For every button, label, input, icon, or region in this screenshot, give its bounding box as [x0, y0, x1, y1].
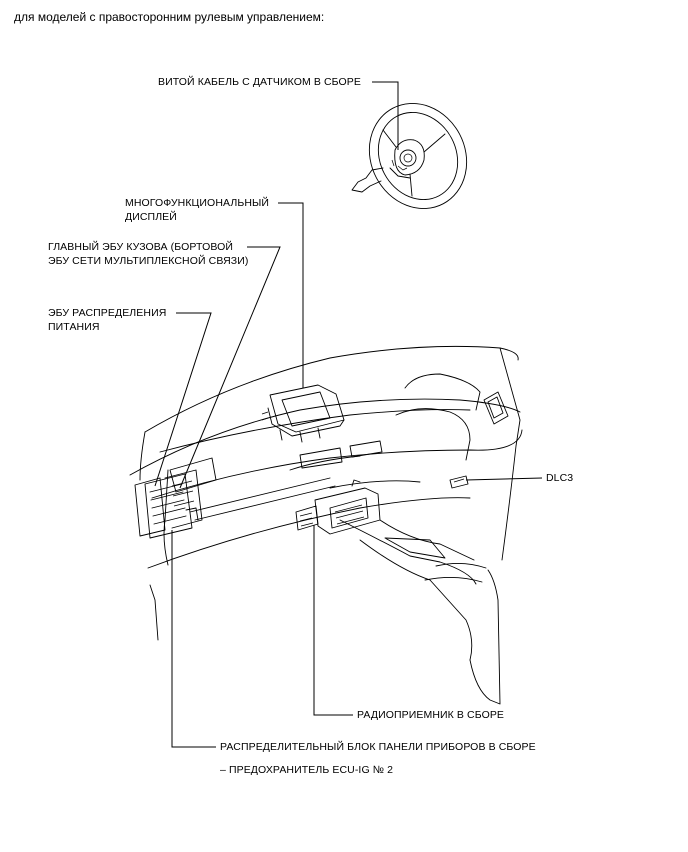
ecu-cluster-drawing	[134, 469, 336, 539]
label-multi-display-line1: МНОГОФУНКЦИОНАЛЬНЫЙ	[125, 197, 270, 209]
label-fuse: – ПРЕДОХРАНИТЕЛЬ ECU-IG № 2	[220, 764, 394, 776]
label-multi-display-line2: ДИСПЛЕЙ	[125, 211, 177, 223]
steering-wheel-drawing	[351, 103, 468, 209]
label-junction-block: РАСПРЕДЕЛИТЕЛЬНЫЙ БЛОК ПАНЕЛИ ПРИБОРОВ В…	[220, 741, 536, 753]
label-dlc3: DLC3	[546, 472, 574, 484]
label-power-dist-ecu-line1: ЭБУ РАСПРЕДЕЛЕНИЯ	[48, 307, 167, 319]
dlc3-drawing	[449, 475, 469, 489]
page-header: для моделей с правосторонним рулевым упр…	[14, 10, 325, 24]
label-spiral-cable: ВИТОЙ КАБЕЛЬ С ДАТЧИКОМ В СБОРЕ	[158, 76, 361, 88]
label-main-body-ecu-line2: ЭБУ СЕТИ МУЛЬТИПЛЕКСНОЙ СВЯЗИ)	[48, 255, 249, 267]
label-power-dist-ecu-line2: ПИТАНИЯ	[48, 321, 100, 333]
label-main-body-ecu-line1: ГЛАВНЫЙ ЭБУ КУЗОВА (БОРТОВОЙ	[48, 241, 234, 253]
radio-receiver-drawing	[295, 479, 381, 535]
label-radio-receiver: РАДИОПРИЕМНИК В СБОРЕ	[357, 709, 505, 721]
leader-lines	[154, 81, 543, 748]
dashboard-outline	[129, 345, 523, 705]
multi-display-drawing	[261, 384, 345, 443]
